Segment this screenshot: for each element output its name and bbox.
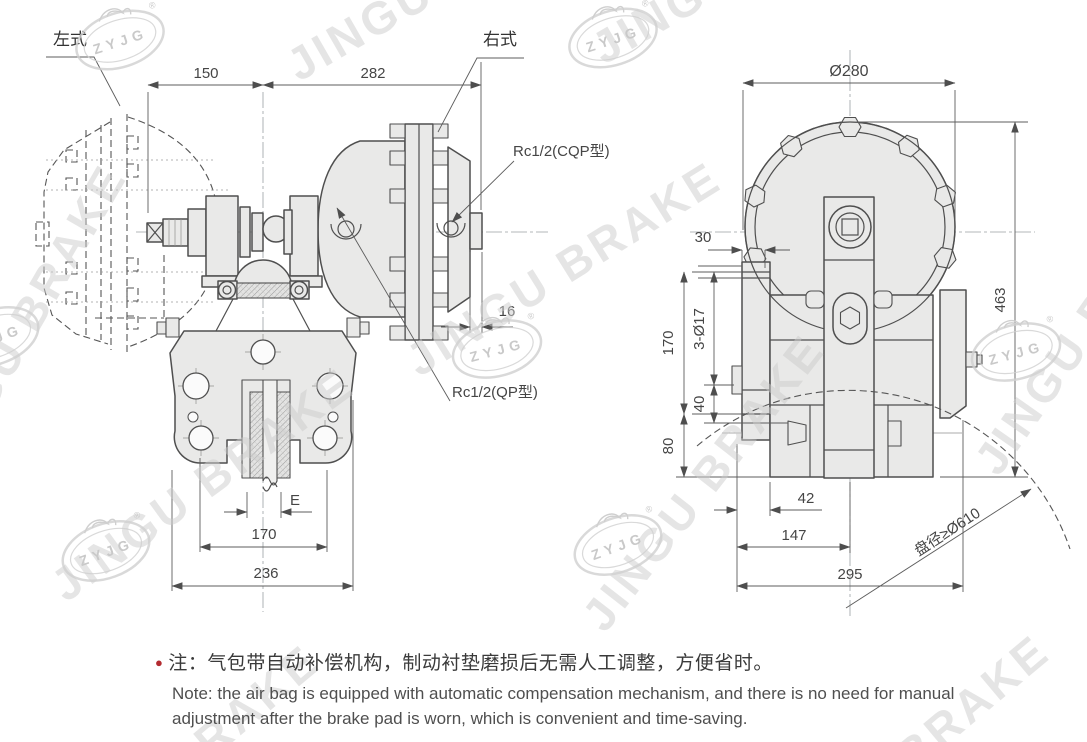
dim-80: 80 [660, 438, 677, 455]
svg-text:®: ® [526, 310, 535, 321]
note-english-line2: adjustment after the brake pad is worn, … [172, 709, 748, 728]
note-bullet-icon: ● [155, 655, 164, 670]
center-bracket [805, 196, 893, 479]
dim-463: 463 [992, 287, 1009, 312]
brake-pads-and-disc [241, 379, 291, 492]
svg-text:®: ® [640, 0, 650, 9]
dim-282: 282 [360, 65, 385, 82]
svg-text:®: ® [132, 509, 142, 521]
svg-text:ZYJG: ZYJG [91, 25, 150, 58]
svg-text:ZYJG: ZYJG [584, 23, 643, 56]
label-left-type: 左式 [53, 30, 87, 49]
svg-text:®: ® [644, 503, 654, 515]
label-right-type: 右式 [483, 30, 517, 49]
svg-text:®: ® [1045, 313, 1054, 324]
brake-disc-phantom-arc [696, 389, 1071, 550]
yoke-assembly [215, 259, 311, 332]
label-port-qp: Rc1/2(QP型) [452, 384, 538, 401]
svg-text:ZYJG: ZYJG [77, 535, 136, 569]
dim-16: 16 [499, 303, 516, 320]
note-chinese: ● 注：气包带自动补偿机构，制动衬垫磨损后无需人工调整，方便省时。 [155, 648, 1065, 675]
dim-3-d17: 3-Ø17 [691, 308, 708, 350]
watermark-logo: ZYJG ® [451, 310, 543, 379]
dim-e: E [290, 492, 300, 509]
dim-170-right: 170 [660, 330, 677, 355]
svg-text:ZYJG: ZYJG [468, 335, 527, 365]
svg-text:®: ® [147, 0, 157, 11]
dim-147: 147 [781, 527, 806, 544]
watermark-logo: ZYJG [0, 306, 40, 368]
left-view: 150 282 左式 右式 Rc1/2(CQP型) Rc1/2(QP型) 16 … [35, 30, 610, 612]
dim-40: 40 [691, 396, 708, 413]
watermark-logo: ZYJG ® [568, 0, 658, 69]
port-qp-hole [337, 220, 355, 238]
shaft-assembly [146, 195, 323, 288]
dim-295: 295 [837, 566, 862, 583]
watermark-brand: JINGU BRAKE [583, 0, 922, 74]
dim-150: 150 [193, 65, 218, 82]
svg-text:ZYJG: ZYJG [0, 321, 25, 355]
label-port-cqp: Rc1/2(CQP型) [513, 143, 610, 160]
right-view: Ø280 463 30 170 3-Ø17 40 80 [660, 50, 1071, 618]
label-disc-diameter: 盘径≥Ø610 [911, 504, 984, 560]
dim-d280: Ø280 [829, 63, 868, 80]
dim-236: 236 [253, 565, 278, 582]
left-view-dimensions: 150 282 左式 右式 Rc1/2(CQP型) Rc1/2(QP型) 16 … [46, 30, 610, 591]
svg-text:ZYJG: ZYJG [589, 529, 648, 563]
dim-170-left: 170 [251, 526, 276, 543]
note-english: Note: the air bag is equipped with autom… [155, 681, 1065, 731]
watermark-logo: ZYJG ® [61, 509, 151, 582]
note-block: ● 注：气包带自动补偿机构，制动衬垫磨损后无需人工调整，方便省时。 Note: t… [155, 648, 1065, 731]
watermark-brand: JINGU BRAKE [964, 158, 1087, 483]
watermark-brand: JINGU BRAKE [278, 0, 617, 91]
port-cqp-hole [443, 220, 459, 236]
svg-text:ZYJG: ZYJG [987, 338, 1046, 368]
air-chamber-side [317, 123, 483, 341]
note-english-line1: Note: the air bag is equipped with autom… [172, 684, 955, 703]
watermark-brand: JINGU BRAKE [0, 155, 137, 494]
watermark-logo: ZYJG ® [573, 503, 663, 576]
note-chinese-text: 注：气包带自动补偿机构，制动衬垫磨损后无需人工调整，方便省时。 [168, 653, 773, 674]
dim-30: 30 [695, 229, 712, 246]
dim-42: 42 [798, 490, 815, 507]
